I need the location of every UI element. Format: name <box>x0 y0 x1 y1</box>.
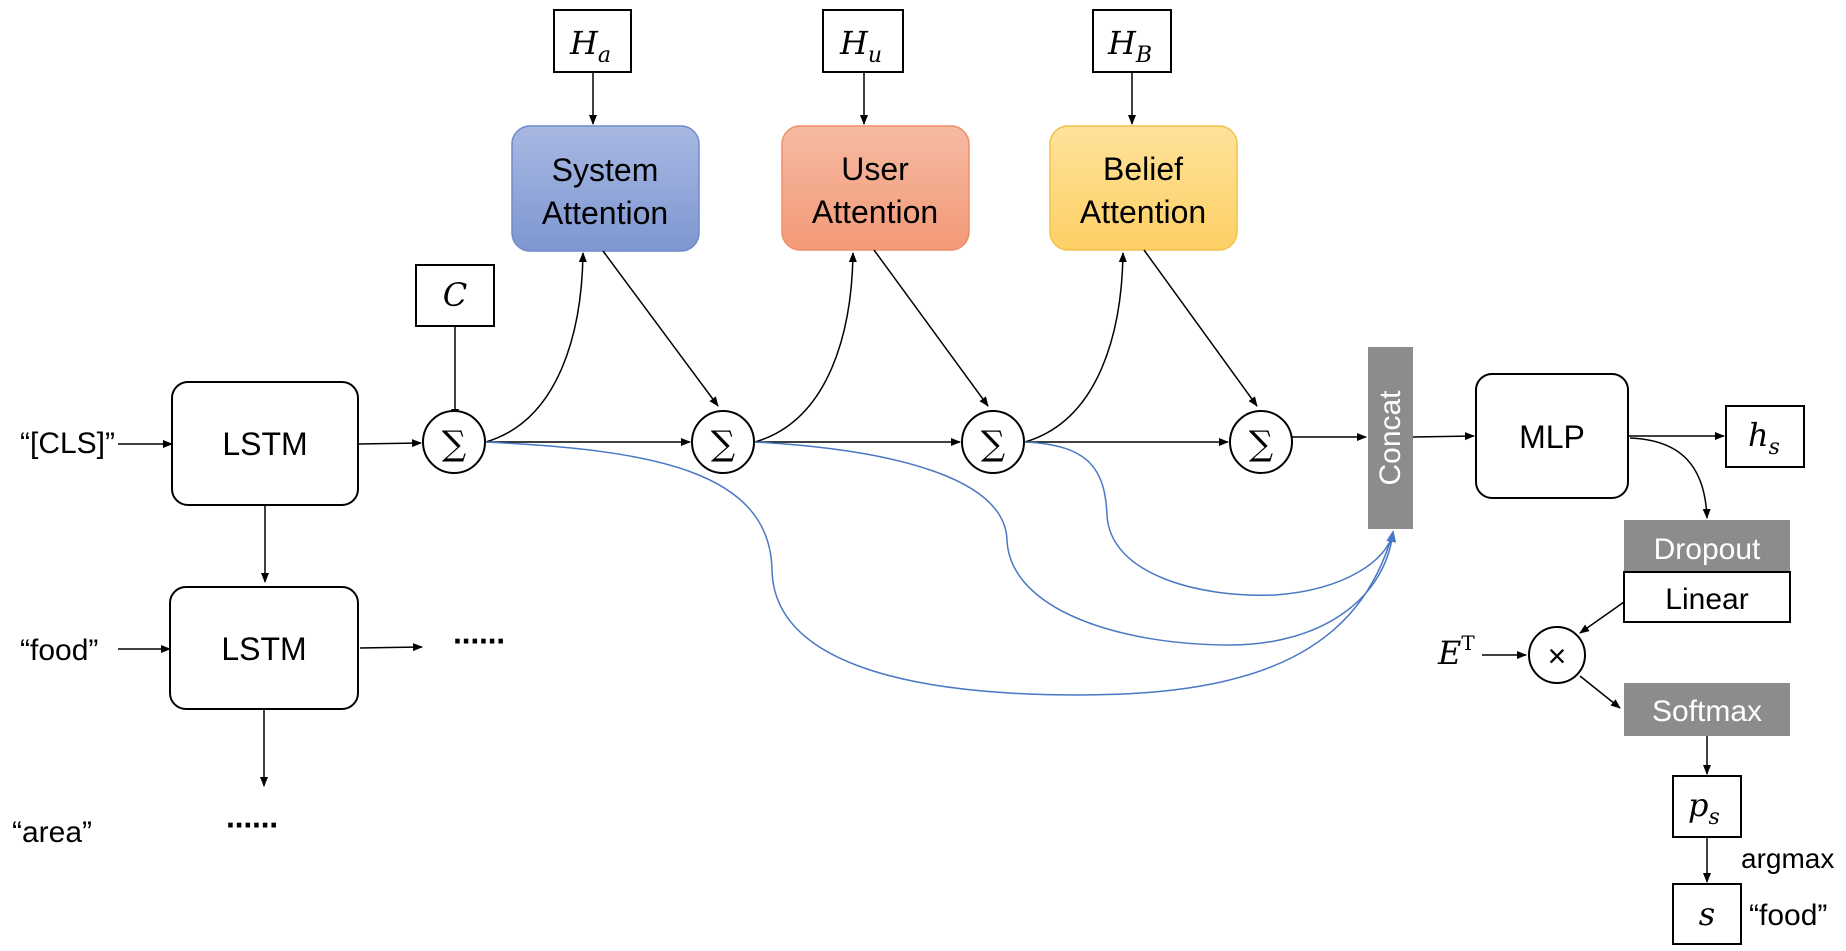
dropout-box <box>1624 520 1790 572</box>
sum-node-2-symbol: ∑ <box>711 424 735 464</box>
softmax-label: Softmax <box>1652 695 1762 728</box>
system-attention-line1: System <box>552 152 659 188</box>
user-attention-box <box>781 125 970 251</box>
sum-node-3-symbol: ∑ <box>981 424 1005 464</box>
arrow-sum2-to-user-attention <box>754 252 857 443</box>
arrow-sum1-to-system-attention <box>485 252 587 443</box>
belief-attention-box <box>1049 125 1238 251</box>
input-area-label: “area” <box>12 816 92 849</box>
concat-label: Concat <box>1374 390 1407 486</box>
arrow-belief-attention-to-sum4 <box>1143 249 1258 407</box>
ps-label: ps <box>1688 786 1720 830</box>
ellipsis-below: ······ <box>226 807 278 843</box>
system-attention-box <box>511 125 700 252</box>
input-food-label: “food” <box>20 634 98 667</box>
s-box <box>1672 883 1742 945</box>
key-box-c <box>415 264 495 327</box>
times-symbol: × <box>1548 638 1567 674</box>
skip-arrow-sum3-to-concat <box>1024 441 1397 597</box>
mlp-label: MLP <box>1519 419 1585 455</box>
arrow-mlp-to-dropout <box>1629 437 1711 519</box>
ps-box <box>1672 775 1742 838</box>
sum-node-4-symbol: ∑ <box>1249 424 1273 464</box>
sum-node-4 <box>1229 410 1293 474</box>
linear-box <box>1623 571 1791 623</box>
lstm-box-2-label: LSTM <box>221 631 306 667</box>
arrow-concat-to-mlp <box>1412 432 1475 441</box>
arrow-system-attention-to-sum2 <box>602 250 719 407</box>
output-food-label: “food” <box>1749 899 1827 932</box>
hs-label: hs <box>1748 416 1780 460</box>
s-label: s <box>1699 895 1715 933</box>
lstm-box-1-label: LSTM <box>222 426 307 462</box>
arrow-lstm1-to-sum1 <box>357 439 422 448</box>
key-c-label: C <box>443 276 467 314</box>
times-node <box>1528 626 1586 684</box>
arrow-user-attention-to-sum3 <box>873 249 989 407</box>
user-attention-line2: Attention <box>812 194 938 230</box>
belief-attention-line2: Attention <box>1080 194 1206 230</box>
key-hu-label: Hu <box>839 24 882 68</box>
key-box-hb <box>1092 9 1172 73</box>
input-cls-label: “[CLS]” <box>20 427 115 460</box>
key-hb-label: HB <box>1107 24 1152 68</box>
user-attention-line1: User <box>841 151 909 187</box>
system-attention-line2: Attention <box>542 195 668 231</box>
key-box-ha <box>553 9 632 73</box>
softmax-box <box>1624 683 1790 736</box>
belief-attention-line1: Belief <box>1103 151 1183 187</box>
skip-arrow-sum2-to-concat <box>754 441 1394 646</box>
ellipsis-right: ······ <box>453 623 505 659</box>
et-label: ET <box>1437 631 1475 672</box>
arrow-times-to-softmax <box>1579 675 1621 709</box>
dropout-label: Dropout <box>1654 533 1761 566</box>
arrow-sum3-to-belief-attention <box>1024 252 1127 443</box>
key-ha-label: Ha <box>569 24 611 68</box>
skip-arrow-sum1-to-concat <box>485 441 1394 696</box>
hs-box <box>1725 405 1805 468</box>
concat-box <box>1368 347 1413 529</box>
sum-node-1-symbol: ∑ <box>442 424 466 464</box>
argmax-label: argmax <box>1741 843 1834 874</box>
arrow-linear-to-times <box>1579 601 1625 634</box>
key-box-hu <box>822 9 904 73</box>
linear-label: Linear <box>1665 583 1748 616</box>
arrow-lstm2-right <box>359 643 423 652</box>
